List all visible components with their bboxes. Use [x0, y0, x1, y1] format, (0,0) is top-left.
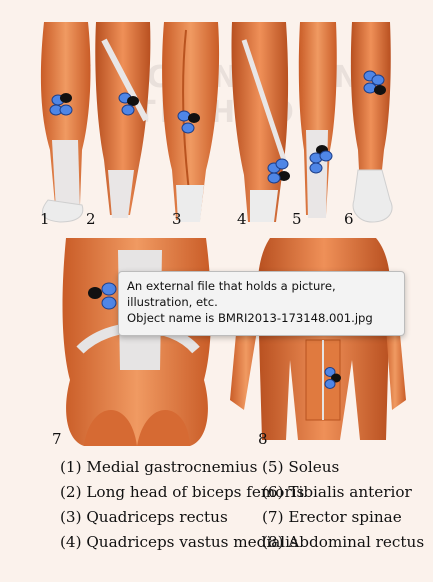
panel-label-1: 1 [40, 210, 50, 228]
panel-label-6: 6 [344, 210, 354, 228]
image-tooltip: An external file that holds a picture, i… [118, 271, 405, 336]
legend-item: (1) Medial gastrocnemius [60, 458, 257, 476]
panel-7-back [63, 238, 212, 446]
legend-item: (8) Abdominal rectus [262, 533, 424, 551]
panel-label-8: 8 [258, 430, 268, 448]
legend-item: (7) Erector spinae [262, 508, 402, 526]
panel-label-4: 4 [237, 210, 247, 228]
panel-6-leg [351, 22, 392, 222]
panel-2-leg [95, 22, 150, 218]
tooltip-line-1: An external file that holds a picture, [127, 278, 396, 294]
panel-1-leg [41, 22, 91, 222]
panel-label-7: 7 [52, 430, 62, 448]
panel-8-torso [230, 238, 406, 440]
legend-item: (6) Tibialis anterior [262, 483, 412, 501]
panel-label-2: 2 [86, 210, 96, 228]
panel-label-5: 5 [292, 210, 302, 228]
legend-item: (3) Quadriceps rectus [60, 508, 228, 526]
panel-4-leg [232, 22, 289, 222]
tooltip-line-2: illustration, etc. [127, 294, 396, 310]
legend-item: (5) Soleus [262, 458, 339, 476]
panel-label-3: 3 [172, 210, 182, 228]
panel-5-leg [299, 22, 337, 218]
tooltip-line-3: Object name is BMRI2013-173148.001.jpg [127, 310, 396, 326]
